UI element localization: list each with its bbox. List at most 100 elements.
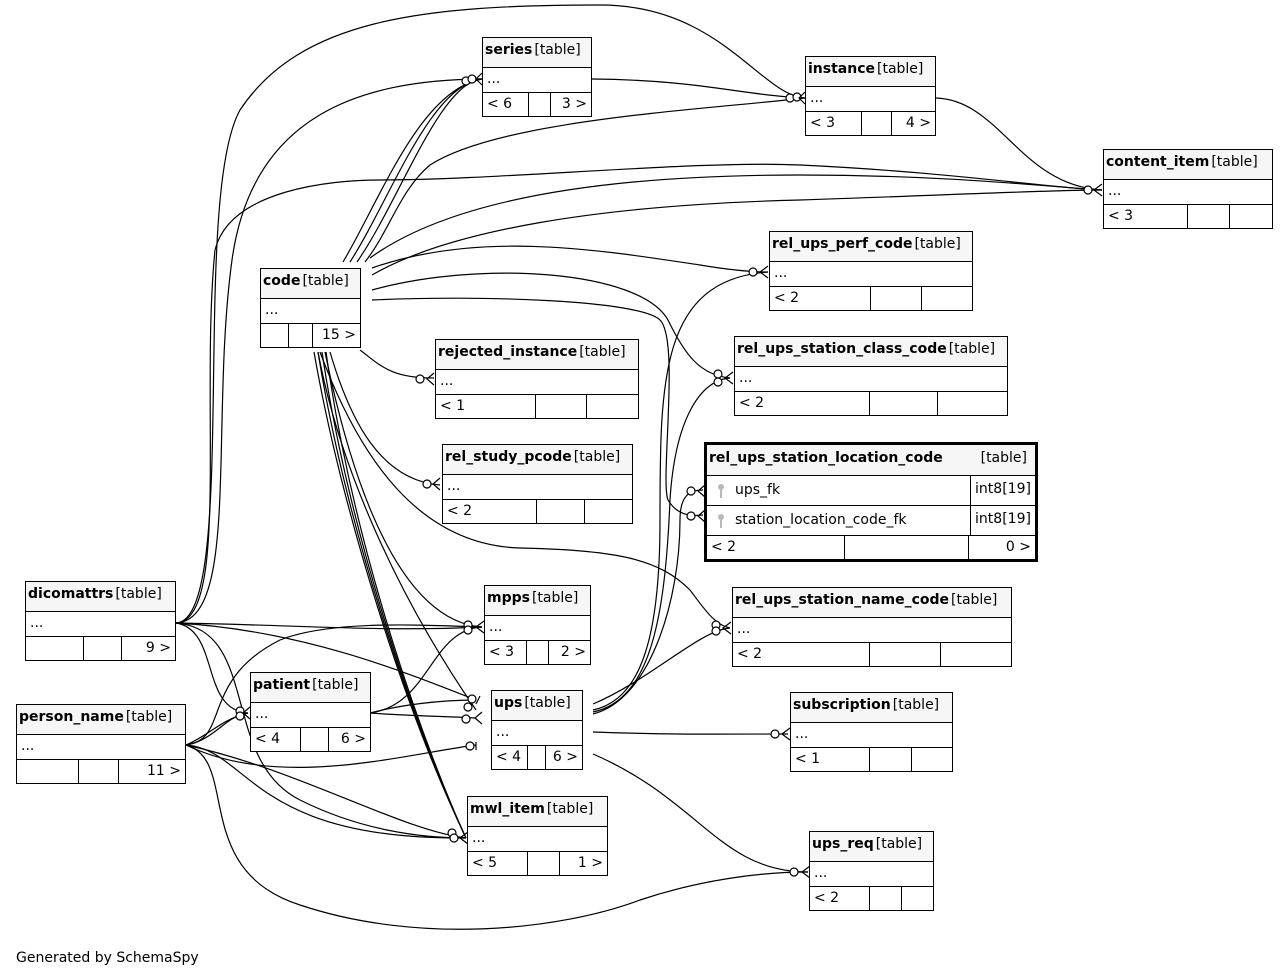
- table-header[interactable]: rel_study_pcode[table]: [443, 445, 632, 475]
- table-header[interactable]: ups[table]: [492, 691, 582, 721]
- table-footer-cell: [301, 728, 329, 751]
- marker-ups-4: [465, 741, 475, 751]
- table-rejected-instance[interactable]: rejected_instance[table] ... < 1: [435, 339, 639, 419]
- table-subscription[interactable]: subscription[table] ... < 1: [790, 692, 953, 772]
- parents-link[interactable]: < 2: [735, 392, 870, 415]
- table-rel-study-pcode[interactable]: rel_study_pcode[table] ... < 2: [442, 444, 633, 524]
- children-link[interactable]: 9 >: [145, 640, 171, 656]
- parents-link[interactable]: < 3: [806, 112, 862, 135]
- table-rel-ups-station-class-code[interactable]: rel_ups_station_class_code[table] ... < …: [734, 336, 1008, 416]
- parents-link[interactable]: < 2: [770, 287, 871, 310]
- edge-code-rejected: [359, 349, 435, 379]
- table-name: rejected_instance: [438, 344, 578, 360]
- parents-link[interactable]: < 1: [791, 748, 870, 771]
- column-ellipsis: ...: [806, 87, 935, 112]
- children-link[interactable]: [941, 643, 1011, 666]
- edge-person-mpps: [185, 624, 483, 746]
- crow-location-1: [697, 484, 706, 498]
- table-header[interactable]: mwl_item[table]: [468, 797, 607, 827]
- parents-link[interactable]: < 1: [436, 395, 536, 418]
- table-header[interactable]: patient[table]: [251, 673, 370, 703]
- table-header[interactable]: rel_ups_station_name_code[table]: [733, 588, 1011, 618]
- parents-link[interactable]: [17, 760, 79, 783]
- table-header[interactable]: code[table]: [261, 269, 360, 299]
- table-header[interactable]: mpps[table]: [485, 586, 590, 616]
- edge-code-ups-1: [317, 351, 477, 711]
- children-link[interactable]: [1230, 205, 1272, 228]
- children-link[interactable]: [912, 748, 952, 771]
- parents-link[interactable]: [261, 324, 289, 347]
- children-link[interactable]: 2 >: [560, 644, 586, 660]
- edge-code-perf: [371, 245, 769, 273]
- children-link[interactable]: [587, 395, 638, 418]
- children-link[interactable]: 0 >: [1005, 539, 1031, 555]
- table-header[interactable]: instance[table]: [806, 57, 935, 87]
- table-instance[interactable]: instance[table] ... < 3 4 >: [805, 56, 936, 136]
- children-link[interactable]: [922, 287, 972, 310]
- children-link[interactable]: 6 >: [552, 749, 578, 765]
- table-header[interactable]: rejected_instance[table]: [436, 340, 638, 370]
- table-rel-ups-perf-code[interactable]: rel_ups_perf_code[table] ... < 2: [769, 231, 973, 311]
- children-link[interactable]: 1 >: [577, 855, 603, 871]
- table-dicomattrs[interactable]: dicomattrs[table] ... 9 >: [25, 581, 176, 661]
- children-link[interactable]: 4 >: [905, 115, 931, 131]
- column-ellipsis: ...: [770, 262, 972, 287]
- table-header[interactable]: rel_ups_station_location_code[table]: [707, 445, 1035, 476]
- generated-by-footer[interactable]: Generated by SchemaSpy: [16, 950, 199, 966]
- edge-code-mwl-4: [325, 351, 467, 839]
- children-link[interactable]: [902, 887, 933, 910]
- parents-link[interactable]: < 2: [443, 500, 537, 523]
- table-header[interactable]: ups_req[table]: [810, 832, 933, 862]
- parents-link[interactable]: < 3: [1104, 205, 1188, 228]
- children-link[interactable]: [938, 392, 1007, 415]
- parents-link[interactable]: < 2: [733, 643, 870, 666]
- table-footer-cell: [870, 887, 902, 910]
- table-header[interactable]: person_name[table]: [17, 705, 185, 735]
- children-link[interactable]: 11 >: [147, 763, 181, 779]
- table-person-name[interactable]: person_name[table] ... 11 >: [16, 704, 186, 784]
- column-row[interactable]: station_location_code_fk int8[19]: [707, 506, 1035, 536]
- column-row[interactable]: ups_fk int8[19]: [707, 476, 1035, 506]
- column-name-cell[interactable]: station_location_code_fk: [707, 506, 971, 535]
- table-header[interactable]: series[table]: [483, 38, 591, 68]
- parents-link[interactable]: < 2: [707, 536, 845, 559]
- crow-ups-req: [801, 865, 811, 879]
- table-content-item[interactable]: content_item[table] ... < 3: [1103, 149, 1273, 229]
- parents-link[interactable]: [26, 637, 84, 660]
- table-ups-req[interactable]: ups_req[table] ... < 2: [809, 831, 934, 911]
- table-header[interactable]: rel_ups_station_class_code[table]: [735, 337, 1007, 367]
- edge-ups-perf: [592, 271, 769, 711]
- parents-link[interactable]: < 3: [485, 641, 527, 664]
- marker-location-1: [686, 486, 696, 496]
- parents-link[interactable]: < 4: [251, 728, 301, 751]
- table-header[interactable]: dicomattrs[table]: [26, 582, 175, 612]
- column-name-cell[interactable]: ups_fk: [707, 476, 971, 505]
- crow-study: [432, 477, 441, 491]
- parents-link[interactable]: < 2: [810, 887, 870, 910]
- children-link[interactable]: 3 >: [561, 96, 587, 112]
- table-header[interactable]: content_item[table]: [1104, 150, 1272, 180]
- table-header[interactable]: rel_ups_perf_code[table]: [770, 232, 972, 262]
- edge-code-series-1: [342, 78, 483, 263]
- table-type: [table]: [546, 801, 594, 817]
- table-rel-ups-station-location-code[interactable]: rel_ups_station_location_code[table] ups…: [704, 442, 1038, 562]
- parents-link[interactable]: < 6: [483, 93, 529, 116]
- table-footer-cell: [536, 395, 587, 418]
- edge-series-instance: [591, 78, 806, 99]
- relationship-edges: [175, 4, 1103, 930]
- children-link[interactable]: 15 >: [322, 327, 356, 343]
- table-header[interactable]: subscription[table]: [791, 693, 952, 723]
- table-name: dicomattrs: [28, 586, 114, 602]
- parents-link[interactable]: < 5: [468, 852, 528, 875]
- children-link[interactable]: [585, 500, 632, 523]
- crow-mwl: [459, 831, 469, 845]
- table-code[interactable]: code[table] ... 15 >: [260, 268, 361, 348]
- parents-link[interactable]: < 4: [492, 746, 528, 769]
- children-link[interactable]: 6 >: [340, 731, 366, 747]
- table-rel-ups-station-name-code[interactable]: rel_ups_station_name_code[table] ... < 2: [732, 587, 1012, 667]
